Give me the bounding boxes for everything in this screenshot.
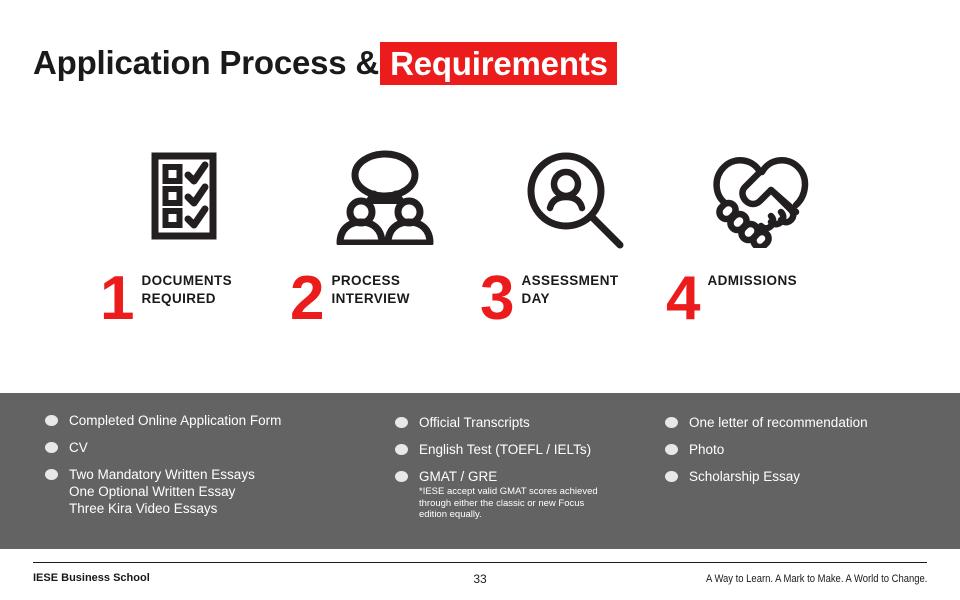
bullet-icon: [45, 469, 58, 480]
page-number: 33: [473, 572, 487, 586]
candidate-search-icon: [480, 150, 670, 250]
list-item: One letter of recommendation: [665, 414, 935, 431]
step-3-number: 3: [480, 264, 515, 333]
list-item: English Test (TOEFL / IELTs): [395, 441, 665, 458]
step-3-assessment-day: 3 ASSESSMENT DAY: [480, 150, 670, 350]
step-3-caption: 3 ASSESSMENT DAY: [480, 264, 670, 333]
list-item: Photo: [665, 441, 935, 458]
bullet-icon: [665, 471, 678, 482]
step-4-caption: 4 ADMISSIONS: [666, 264, 856, 333]
list-item-label: One letter of recommendation: [689, 415, 868, 430]
step-4-number: 4: [666, 264, 701, 333]
requirements-column-2: Official Transcripts English Test (TOEFL…: [395, 414, 665, 531]
step-3-label: ASSESSMENT DAY: [521, 273, 619, 306]
list-item-label: Scholarship Essay: [689, 469, 801, 484]
list-item-label: English Test (TOEFL / IELTs): [419, 442, 592, 457]
list-item: Scholarship Essay: [665, 468, 935, 485]
list-item-label: Completed Online Application Form: [69, 413, 282, 428]
list-item: GMAT / GRE *IESE accept valid GMAT score…: [395, 468, 665, 521]
footer-organization: IESE Business School: [33, 572, 150, 584]
list-item-footnote: *IESE accept valid GMAT scores achieved …: [419, 486, 598, 520]
requirements-column-3: One letter of recommendation Photo Schol…: [665, 414, 935, 495]
page-title-highlight: Requirements: [380, 41, 617, 85]
list-item-label: CV: [69, 440, 88, 455]
requirements-panel: Completed Online Application Form CV Two…: [0, 393, 960, 549]
step-4-admissions: 4 ADMISSIONS: [666, 150, 856, 350]
list-item: Two Mandatory Written Essays One Optiona…: [45, 466, 375, 517]
step-4-label: ADMISSIONS: [707, 273, 797, 288]
footer: IESE Business School 33 A Way to Learn. …: [33, 572, 927, 588]
bullet-icon: [45, 442, 58, 453]
checklist-icon: [100, 150, 290, 250]
list-item: CV: [45, 439, 375, 456]
footer-tagline: A Way to Learn. A Mark to Make. A World …: [705, 573, 927, 585]
requirements-column-1: Completed Online Application Form CV Two…: [45, 412, 375, 527]
process-steps: 1 DOCUMENTS REQUIRED 2 PROCESS INTERVIEW: [0, 150, 960, 350]
list-item: Official Transcripts: [395, 414, 665, 431]
bullet-icon: [395, 444, 408, 455]
bullet-icon: [665, 444, 678, 455]
bullet-icon: [395, 417, 408, 428]
step-2-process-interview: 2 PROCESS INTERVIEW: [290, 150, 480, 350]
step-1-caption: 1 DOCUMENTS REQUIRED: [100, 264, 290, 333]
list-item-label: Two Mandatory Written Essays One Optiona…: [69, 467, 255, 516]
handshake-icon: [666, 150, 856, 250]
bullet-icon: [395, 471, 408, 482]
list-item: Completed Online Application Form: [45, 412, 375, 429]
bullet-icon: [45, 415, 58, 426]
list-item-label: Official Transcripts: [419, 415, 530, 430]
list-item-label: GMAT / GRE: [419, 469, 498, 484]
page-title: Application Process & Requirements: [33, 40, 617, 86]
step-1-documents-required: 1 DOCUMENTS REQUIRED: [100, 150, 290, 350]
step-2-number: 2: [290, 264, 325, 333]
page-title-plain: Application Process &: [33, 44, 380, 81]
step-2-caption: 2 PROCESS INTERVIEW: [290, 264, 480, 333]
interview-people-icon: [290, 150, 480, 250]
step-2-label: PROCESS INTERVIEW: [331, 273, 410, 306]
bullet-icon: [665, 417, 678, 428]
step-1-label: DOCUMENTS REQUIRED: [141, 273, 233, 306]
step-1-number: 1: [100, 264, 135, 333]
footer-divider: [33, 562, 927, 563]
list-item-label: Photo: [689, 442, 725, 457]
